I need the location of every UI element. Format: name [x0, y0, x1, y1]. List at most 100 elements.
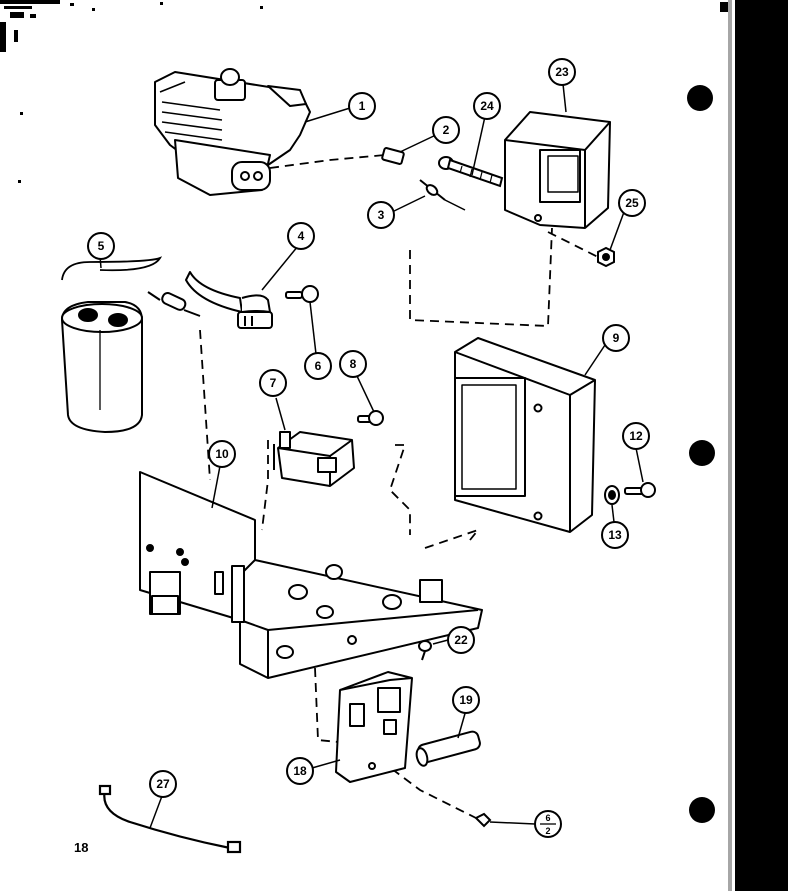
- scan-noise: [0, 0, 728, 183]
- leader-3: [389, 195, 426, 214]
- callout-circle: [149, 770, 177, 798]
- magnetron-part: [154, 68, 311, 196]
- terminal-part: [381, 147, 466, 211]
- callout-label: 2: [443, 123, 450, 137]
- right-edge-stripe: [728, 0, 732, 891]
- callout-circle: [601, 521, 629, 549]
- screw-22-part: [418, 640, 432, 661]
- leader-4: [261, 245, 299, 291]
- callout-13: 13: [601, 521, 629, 549]
- callout-10: 10: [208, 440, 236, 468]
- callout-label: 5: [98, 239, 105, 253]
- leader-9: [584, 344, 606, 376]
- callout-8: 8: [339, 350, 367, 378]
- capacitor-resistor: [147, 291, 201, 317]
- callout-circle: [447, 626, 475, 654]
- callout-label: 4: [298, 229, 305, 243]
- callout-label: 22: [454, 633, 468, 647]
- leader-10: [211, 465, 221, 509]
- callout-label: 3: [378, 208, 385, 222]
- screw-12-part: [624, 482, 656, 498]
- leader-12: [635, 447, 644, 483]
- leader-24: [471, 111, 487, 176]
- callout-12: 12: [622, 422, 650, 450]
- nut-25-part: [597, 246, 615, 268]
- callout-circle: [622, 422, 650, 450]
- screw-24-part: [438, 156, 504, 188]
- callout-label: 9: [613, 331, 620, 345]
- bracket-4-part: [185, 271, 273, 329]
- callout-circle: [548, 58, 576, 86]
- base-plate-part: [139, 471, 483, 679]
- callout-3: 3: [367, 201, 395, 229]
- callout-9: 9: [602, 324, 630, 352]
- callout-label: 12: [629, 429, 643, 443]
- callout-circle: [286, 757, 314, 785]
- screw-fraction-part: [474, 812, 492, 828]
- callout-23: 23: [548, 58, 576, 86]
- washer-13-part: [604, 485, 620, 505]
- wire-27-part: [98, 784, 242, 854]
- screw-8-part: [357, 410, 384, 426]
- leader-1: [304, 107, 351, 123]
- punch-hole-top: [687, 85, 713, 111]
- callout-label: 25: [625, 196, 639, 210]
- callout-label: 19: [459, 693, 473, 707]
- callout-fraction-numerator: 6: [545, 813, 550, 823]
- callout-circle: [348, 92, 376, 120]
- capacitor-part: [60, 301, 143, 434]
- callout-1: 1: [348, 92, 376, 120]
- leader-8: [356, 375, 375, 413]
- callout-label: 13: [608, 528, 622, 542]
- callout-label: 7: [270, 376, 277, 390]
- callout-label: 23: [555, 65, 569, 79]
- screw-6-part: [285, 285, 319, 303]
- callout-circle: [259, 369, 287, 397]
- transformer-9-part: [454, 337, 596, 533]
- leader-13: [611, 504, 615, 523]
- right-edge-bar: [735, 0, 788, 891]
- callout-circle: [602, 324, 630, 352]
- callout-label: 8: [350, 357, 357, 371]
- punch-hole-middle: [689, 440, 715, 466]
- brace-5: [61, 256, 163, 281]
- leader-fraction: [489, 821, 536, 825]
- callout-label: 27: [156, 777, 170, 791]
- callout-label: 24: [480, 99, 494, 113]
- callout-label: 1: [359, 99, 366, 113]
- leader-23: [562, 83, 567, 113]
- callout-circle: [287, 222, 315, 250]
- callout-6: 6: [304, 352, 332, 380]
- callout-fraction-denominator: 2: [545, 826, 550, 836]
- callout-4: 4: [287, 222, 315, 250]
- callout-label: 18: [293, 764, 307, 778]
- callout-18: 18: [286, 757, 314, 785]
- leader-18: [311, 759, 341, 769]
- fuse-19-part: [415, 730, 481, 767]
- leader-7: [275, 397, 286, 431]
- leader-19: [457, 709, 467, 739]
- callout-circle: [208, 440, 236, 468]
- page-number: 18: [74, 840, 89, 855]
- leader-25: [609, 211, 625, 251]
- callout-22: 22: [447, 626, 475, 654]
- callout-circle: [367, 201, 395, 229]
- callout-2: 2: [432, 116, 460, 144]
- callout-label: 10: [215, 447, 229, 461]
- callout-5: 5: [87, 232, 115, 260]
- transformer-23-part: [504, 111, 611, 229]
- callout-circle: [473, 92, 501, 120]
- callout-27: 27: [149, 770, 177, 798]
- fuse-board-part: [335, 671, 413, 783]
- leader-6: [309, 301, 317, 355]
- punch-hole-bottom: [689, 797, 715, 823]
- callout-fraction: 6 2: [534, 810, 562, 838]
- leader-2: [399, 133, 439, 153]
- callout-19: 19: [452, 686, 480, 714]
- callout-circle: [304, 352, 332, 380]
- callout-24: 24: [473, 92, 501, 120]
- callout-circle: [452, 686, 480, 714]
- leader-27: [149, 795, 163, 829]
